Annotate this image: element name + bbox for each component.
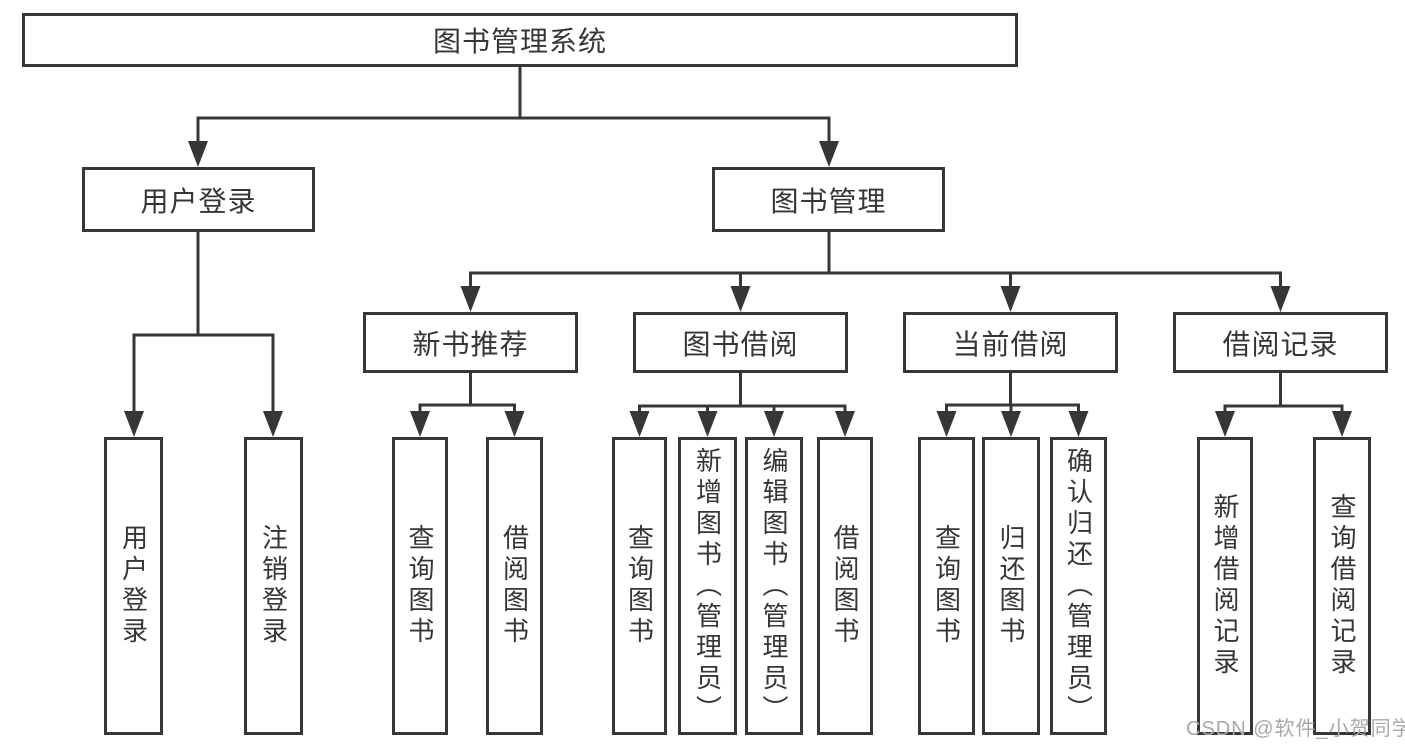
node-label: 借阅记录 [1222, 328, 1339, 360]
node-new-book-recommend: 新书推荐 [363, 312, 578, 373]
leaf-current-query-books: 查询图书 [918, 437, 975, 735]
leaf-borrow-borrow-books: 借阅图书 [817, 437, 873, 735]
node-label: 借阅图书 [830, 524, 860, 648]
node-label: 图书管理系统 [432, 26, 607, 57]
node-book-management: 图书管理 [712, 167, 945, 232]
node-current-borrow: 当前借阅 [903, 312, 1118, 373]
node-label: 借阅图书 [499, 524, 530, 648]
node-root: 图书管理系统 [22, 13, 1018, 67]
leaf-recommend-query-books: 查询图书 [392, 437, 448, 735]
leaf-user-login: 用户登录 [104, 437, 163, 735]
node-label: 查询借阅记录 [1327, 493, 1357, 679]
node-label: 用户登录 [118, 524, 149, 648]
node-label: 查询图书 [624, 524, 655, 648]
leaf-recommend-borrow-books: 借阅图书 [486, 437, 543, 735]
node-user-login: 用户登录 [82, 167, 315, 232]
leaf-current-return-books: 归还图书 [982, 437, 1040, 735]
node-label: 图书管理 [770, 185, 887, 217]
csdn-watermark: CSDN @软件_小贺同学 [1186, 718, 1405, 740]
node-label: 注销登录 [258, 524, 289, 648]
leaf-borrow-edit-books-admin: 编辑图书（管理员） [745, 437, 803, 735]
node-label: 新增借阅记录 [1210, 493, 1240, 679]
node-label: 当前借阅 [952, 328, 1069, 360]
node-label: 归还图书 [996, 524, 1026, 648]
node-label: 确认归还（管理员） [1063, 446, 1094, 726]
leaf-borrow-add-books-admin: 新增图书（管理员） [678, 437, 737, 735]
node-label: 编辑图书（管理员） [759, 446, 789, 726]
leaf-records-query-record: 查询借阅记录 [1313, 437, 1371, 735]
leaf-records-add-record: 新增借阅记录 [1197, 437, 1253, 735]
leaf-logout: 注销登录 [244, 437, 303, 735]
node-borrow-records: 借阅记录 [1173, 312, 1388, 373]
node-label: 查询图书 [931, 524, 962, 648]
node-label: 新增图书（管理员） [692, 446, 723, 726]
node-label: 用户登录 [140, 185, 257, 217]
leaf-current-confirm-return-admin: 确认归还（管理员） [1050, 437, 1107, 735]
node-label: 图书借阅 [682, 328, 799, 360]
node-label: 新书推荐 [412, 328, 529, 360]
node-book-borrow: 图书借阅 [633, 312, 848, 373]
leaf-borrow-query-books: 查询图书 [612, 437, 667, 735]
node-label: 查询图书 [405, 524, 435, 648]
